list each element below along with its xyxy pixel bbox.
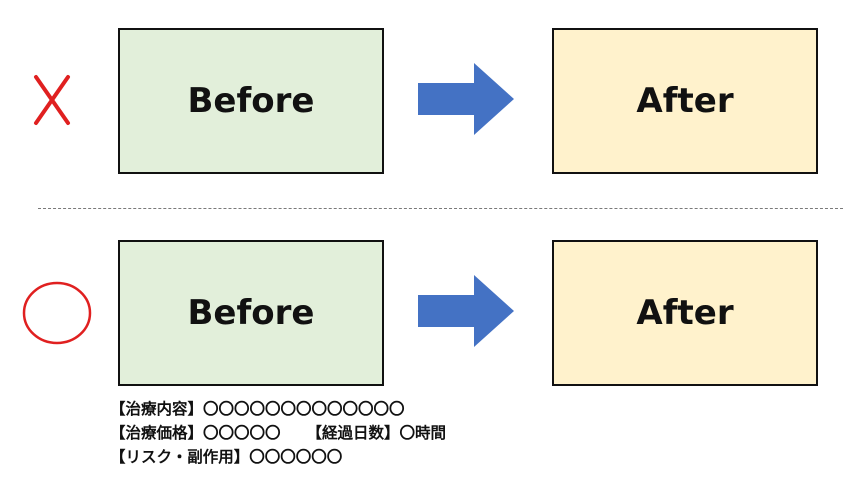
after-box-bad: After <box>552 28 818 174</box>
after-label: After <box>636 81 734 121</box>
note-treatment-price: 【治療価格】〇〇〇〇〇 <box>110 424 281 442</box>
x-mark-icon <box>34 75 70 125</box>
note-risks-side-effects: 【リスク・副作用】〇〇〇〇〇〇 <box>110 448 343 466</box>
after-label: After <box>636 293 734 333</box>
before-box-bad: Before <box>118 28 384 174</box>
right-arrow-icon <box>418 63 514 135</box>
right-arrow-icon <box>418 275 514 347</box>
before-label: Before <box>187 81 315 121</box>
circle-mark-icon <box>22 281 92 345</box>
note-treatment-content: 【治療内容】〇〇〇〇〇〇〇〇〇〇〇〇〇 <box>110 400 405 418</box>
after-box-good: After <box>552 240 818 386</box>
note-elapsed-days: 【経過日数】〇時間 <box>306 424 447 442</box>
section-divider <box>38 208 843 209</box>
before-label: Before <box>187 293 315 333</box>
before-box-good: Before <box>118 240 384 386</box>
note-price-and-days: 【治療価格】〇〇〇〇〇 【経過日数】〇時間 <box>110 421 446 445</box>
disclosure-notes: 【治療内容】〇〇〇〇〇〇〇〇〇〇〇〇〇 【治療価格】〇〇〇〇〇 【経過日数】〇時間… <box>110 397 446 469</box>
